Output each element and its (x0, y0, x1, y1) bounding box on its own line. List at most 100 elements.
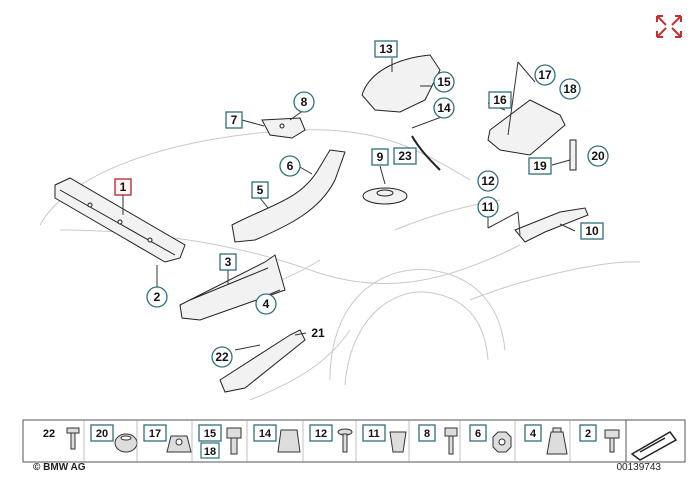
legend-label-14-text: 14 (259, 428, 272, 440)
diagram-id: 00139743 (616, 462, 662, 473)
callout-21[interactable]: 21 (311, 326, 325, 340)
callout-19[interactable]: 19 (528, 157, 552, 175)
legend-label-20-text: 20 (96, 428, 108, 440)
callout-16-text: 16 (493, 93, 507, 107)
legend-item-14[interactable]: 14 (246, 420, 301, 462)
part-23-hose (411, 135, 441, 171)
callout-3[interactable]: 3 (219, 253, 237, 271)
legend-item-20[interactable]: 20 (83, 420, 138, 462)
legend-item-2[interactable]: 2 (569, 420, 620, 462)
callout-14-text: 14 (437, 101, 451, 115)
speed-nut-icon (277, 429, 301, 453)
part-21-member (219, 329, 306, 393)
callout-18-text: 18 (563, 82, 577, 96)
callout-23[interactable]: 23 (393, 147, 417, 165)
leader-lines (122, 58, 576, 351)
callout-8-text: 8 (301, 95, 308, 109)
legend-label-17-text: 17 (149, 428, 161, 440)
flange-screw-icon (444, 427, 458, 455)
callout-1-text: 1 (120, 180, 127, 194)
legend-item-17[interactable]: 17 (136, 420, 192, 462)
hex-nut-icon (492, 431, 512, 453)
legend-label-2-text: 2 (585, 428, 591, 440)
callout-13[interactable]: 13 (374, 40, 398, 58)
callout-7[interactable]: 7 (225, 111, 243, 129)
callout-2-text: 2 (154, 290, 161, 304)
legend-item-11[interactable]: 11 (355, 420, 407, 462)
legend-label-22[interactable]: 22 (43, 428, 55, 440)
part-10-bracket (514, 207, 589, 243)
legend-label-18[interactable]: 18 (200, 442, 220, 459)
callout-17-text: 17 (538, 68, 552, 82)
expand-arrows-icon[interactable] (656, 15, 682, 38)
part-9-pad (362, 187, 408, 205)
callout-6[interactable]: 6 (279, 155, 301, 177)
legend-label-22-text: 22 (43, 428, 55, 440)
copyright-text: © BMW AG (33, 462, 86, 473)
legend-label-2[interactable]: 2 (579, 424, 597, 442)
legend-label-20[interactable]: 20 (90, 424, 114, 442)
callout-15-text: 15 (437, 75, 451, 89)
callout-23-text: 23 (398, 149, 412, 163)
arrow-icon[interactable] (630, 431, 678, 461)
torx-screw-icon (337, 428, 353, 453)
legend-label-11-text: 11 (368, 428, 380, 440)
legend-label-14[interactable]: 14 (253, 424, 277, 442)
callout-9[interactable]: 9 (371, 148, 389, 166)
callout-4-text: 4 (263, 297, 270, 311)
legend-label-extra-text: 18 (204, 446, 216, 458)
callout-4[interactable]: 4 (255, 293, 277, 315)
push-rivet-icon (66, 427, 80, 450)
callout-18[interactable]: 18 (559, 78, 581, 100)
legend-item-12[interactable]: 12 (302, 420, 353, 462)
callout-17[interactable]: 17 (534, 64, 556, 86)
expanding-nut-icon (546, 427, 568, 455)
callout-5-text: 5 (257, 183, 264, 197)
callout-10-text: 10 (585, 224, 599, 238)
callout-15[interactable]: 15 (433, 71, 455, 93)
callout-20-text: 20 (591, 149, 605, 163)
clip-nut-icon (166, 435, 192, 453)
callout-2[interactable]: 2 (146, 286, 168, 308)
callout-9-text: 9 (377, 150, 384, 164)
callout-12[interactable]: 12 (477, 170, 499, 192)
legend-label-17[interactable]: 17 (143, 424, 167, 442)
grommet-icon (114, 433, 138, 453)
legend-label-4[interactable]: 4 (524, 424, 542, 442)
callout-20[interactable]: 20 (587, 145, 609, 167)
callout-21-text: 21 (311, 326, 325, 340)
callout-8[interactable]: 8 (293, 91, 315, 113)
part-1-rail (54, 177, 186, 263)
callout-22[interactable]: 22 (211, 346, 233, 368)
callout-1[interactable]: 1 (114, 178, 132, 196)
callout-6-text: 6 (287, 159, 294, 173)
part-13-housing (361, 54, 441, 113)
part-5-channel (231, 149, 346, 243)
callout-11[interactable]: 11 (477, 196, 499, 218)
collar-screw-icon (604, 429, 620, 453)
expanding-rivet-icon (389, 431, 407, 453)
legend-label-11[interactable]: 11 (362, 424, 386, 442)
legend-label-15[interactable]: 15 (198, 424, 222, 442)
callout-11-text: 11 (482, 200, 495, 214)
callout-5[interactable]: 5 (251, 181, 269, 199)
legend-item-6[interactable]: 6 (459, 420, 512, 462)
callout-16[interactable]: 16 (488, 91, 512, 109)
part-3-sill (179, 254, 286, 321)
callout-7-text: 7 (231, 113, 238, 127)
legend-label-6-text: 6 (475, 428, 481, 440)
legend-label-8[interactable]: 8 (418, 424, 436, 442)
callout-14[interactable]: 14 (433, 97, 455, 119)
callout-22-text: 22 (215, 350, 229, 364)
callout-12-text: 12 (481, 174, 495, 188)
legend-item-22[interactable]: 22 (43, 427, 80, 450)
callout-10[interactable]: 10 (580, 222, 604, 240)
callout-13-text: 13 (379, 42, 393, 56)
legend-label-6[interactable]: 6 (469, 424, 487, 442)
legend-item-8[interactable]: 8 (408, 420, 458, 462)
legend-item-4[interactable]: 4 (514, 420, 568, 462)
legend-label-12[interactable]: 12 (309, 424, 333, 442)
